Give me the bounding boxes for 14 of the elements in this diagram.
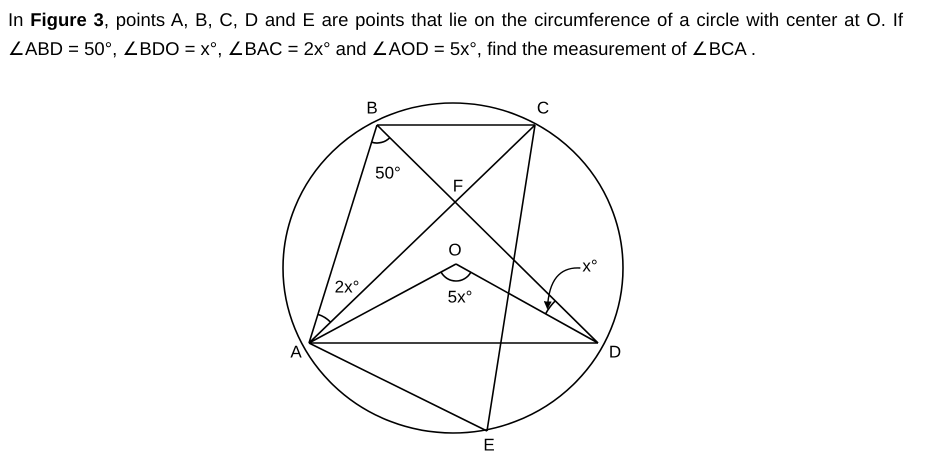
angle-label: 5x° <box>448 288 472 306</box>
point-label: F <box>452 178 464 194</box>
point-label: C <box>536 100 550 116</box>
point-label: A <box>290 344 302 360</box>
point-label: E <box>483 436 495 454</box>
leader-line <box>544 267 580 310</box>
angle-label: 2x° <box>334 278 360 296</box>
problem-text: In Figure 3, points A, B, C, D and E are points that lie on the circumference of a circle with center at O. If ∠ABD = 50°, ∠BDO = x°, ∠BAC = 2x° and ∠AOD = 5x°, find the measurement of ∠BCA . <box>8 8 903 61</box>
angle-label: x° <box>582 258 598 274</box>
point-label: O <box>448 242 462 258</box>
angle-arc <box>544 300 556 314</box>
point-label: B <box>366 100 378 116</box>
angle-label: 50° <box>375 164 401 182</box>
point-label: D <box>608 344 622 360</box>
